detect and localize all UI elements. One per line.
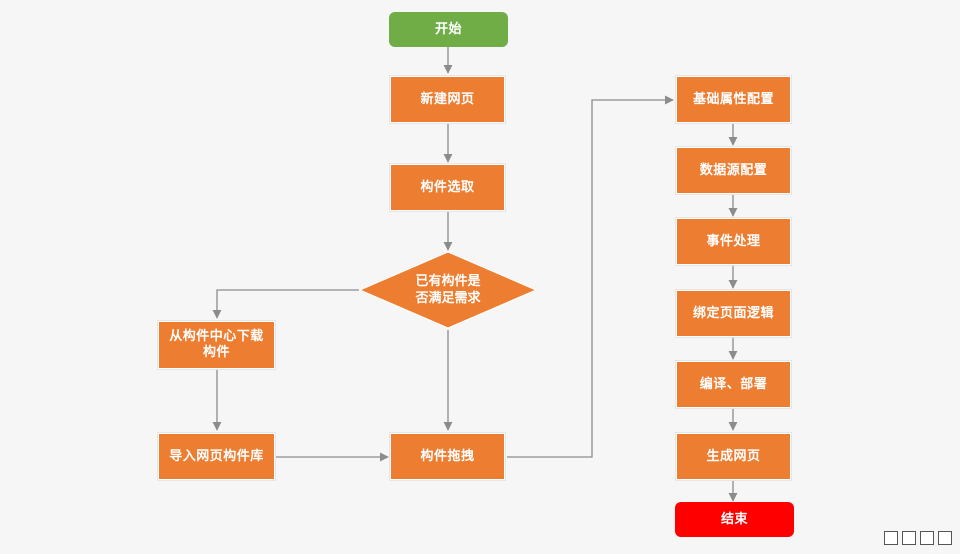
toolbar-square-icon[interactable]	[884, 531, 898, 545]
download-node[interactable]: 从构件中心下载 构件	[157, 320, 276, 370]
start-node[interactable]: 开始	[389, 12, 508, 47]
toolbar-square-icon[interactable]	[938, 531, 952, 545]
decision-label: 已有构件是 否满足需求	[388, 273, 508, 307]
decision-label-line-1: 已有构件是	[415, 274, 481, 289]
toolbar	[884, 531, 952, 545]
generate-node[interactable]: 生成网页	[675, 432, 792, 481]
new-page-node[interactable]: 新建网页	[389, 75, 506, 124]
compile-deploy-node[interactable]: 编译、部署	[675, 360, 792, 409]
decision-label-line-2: 否满足需求	[415, 291, 481, 306]
end-node[interactable]: 结束	[675, 502, 794, 537]
drag-node[interactable]: 构件拖拽	[389, 432, 506, 481]
toolbar-square-icon[interactable]	[902, 531, 916, 545]
basic-config-node[interactable]: 基础属性配置	[675, 75, 792, 124]
download-label-line-2: 构件	[202, 345, 230, 360]
download-label-line-1: 从构件中心下载	[169, 329, 264, 344]
bind-logic-node[interactable]: 绑定页面逻辑	[675, 289, 792, 338]
select-component-node[interactable]: 构件选取	[389, 163, 506, 212]
toolbar-square-icon[interactable]	[920, 531, 934, 545]
edge-decision-to-download	[212, 289, 359, 319]
event-node[interactable]: 事件处理	[675, 217, 792, 266]
datasource-config-node[interactable]: 数据源配置	[675, 146, 792, 195]
edge-drag-to-basic-config	[507, 95, 674, 458]
import-lib-node[interactable]: 导入网页构件库	[157, 432, 276, 481]
decision-diamond[interactable]	[358, 251, 538, 329]
